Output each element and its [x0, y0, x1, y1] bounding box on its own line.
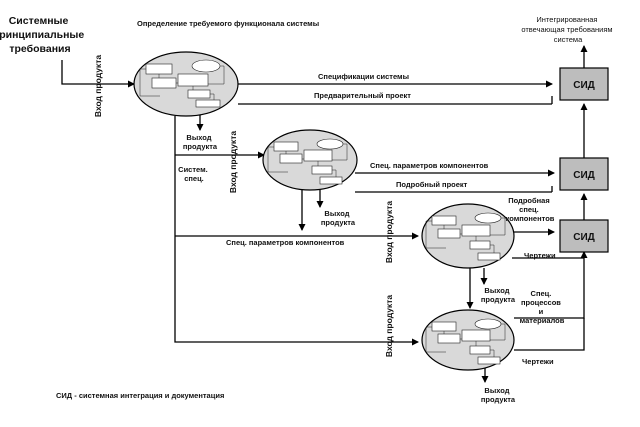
input-label-1: Вход продукта	[93, 55, 103, 117]
input-label-2: Вход продукта	[228, 131, 238, 193]
process-material-spec-label: Спец. процессов и материалов	[520, 289, 565, 325]
component-spec-arrow-2	[511, 228, 555, 236]
input-label-3: Вход продукта	[384, 201, 394, 263]
sid-box-2: СИД	[559, 157, 609, 191]
component-params-label-2: Спец. параметров компонентов	[226, 238, 345, 247]
functional-definition-label: Определение требуемого функционала систе…	[137, 19, 319, 28]
process-ellipse-4	[421, 309, 515, 371]
sid-box-3: СИД	[559, 219, 609, 253]
output-label-3: Выход продукта	[481, 286, 516, 304]
svg-text:Вход продукта: Вход продукта	[384, 295, 394, 357]
output-label-1: Выход продукта	[183, 133, 218, 151]
drawings-label-1: Чертежи	[524, 251, 556, 260]
process-ellipse-3	[421, 203, 515, 269]
svg-text:СИД: СИД	[573, 170, 595, 181]
output-label-4: Выход продукта	[481, 386, 516, 404]
integrated-system-label: Интегрированная отвечающая требованиям с…	[521, 15, 614, 44]
drawings-line-2	[514, 318, 585, 351]
system-requirements-label: Системные принципиальные требования	[0, 15, 87, 55]
component-params-label-1: Спец. параметров компонентов	[370, 161, 489, 170]
detailed-project-label: Подробный проект	[396, 180, 468, 189]
sid-box-1: СИД	[559, 67, 609, 101]
input-label-4: Вход продукта	[384, 295, 394, 357]
process-ellipse-1	[133, 51, 239, 117]
detailed-component-spec-label: Подробная спец. компонентов	[506, 196, 555, 223]
process-spec-arrow	[514, 251, 588, 319]
process-ellipse-2	[262, 129, 358, 191]
svg-text:СИД: СИД	[573, 80, 595, 91]
requirements-flow	[61, 60, 93, 85]
preliminary-project-label: Предварительный проект	[314, 91, 411, 100]
svg-text:Вход продукта: Вход продукта	[228, 131, 238, 193]
drawings-label-2: Чертежи	[522, 357, 554, 366]
output-label-2: Выход продукта	[321, 209, 356, 227]
system-specs-label: Спецификации системы	[318, 72, 409, 81]
footer-note: СИД - системная интеграция и документаци…	[56, 391, 224, 400]
svg-text:СИД: СИД	[573, 232, 595, 243]
system-spec-short-label: Систем. спец.	[178, 165, 210, 183]
left-spine	[174, 116, 376, 343]
svg-text:Вход продукта: Вход продукта	[93, 55, 103, 117]
svg-text:Вход продукта: Вход продукта	[384, 201, 394, 263]
